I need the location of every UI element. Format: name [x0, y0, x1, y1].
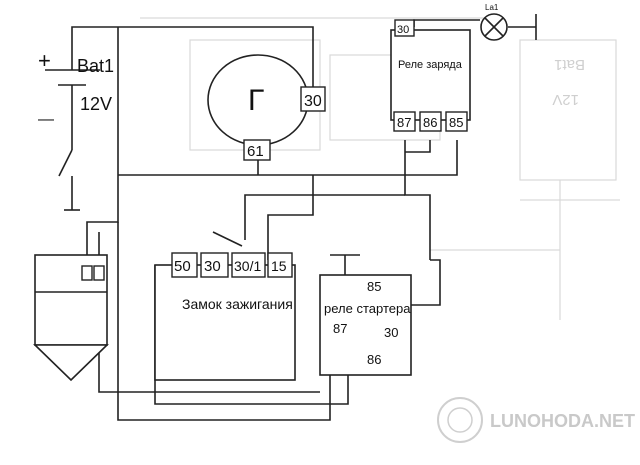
battery-minus-sign: — — [38, 111, 54, 128]
generator: Г 30 61 — [207, 54, 326, 161]
battery-plus-sign: + — [38, 48, 51, 73]
watermark-text: LUNOHODA.NET — [490, 411, 635, 431]
mass-switch-icon — [58, 149, 73, 177]
svg-text:12V: 12V — [552, 91, 579, 108]
generator-symbol: Г — [248, 84, 264, 117]
charge-relay-pin-86: 86 — [423, 115, 437, 130]
bleed-through-background: Bat1 12V — [140, 17, 620, 320]
charge-relay: 30 Реле заряда 87 86 85 — [390, 19, 471, 132]
charge-relay-pin-87: 87 — [397, 115, 411, 130]
watermark-logo-icon — [437, 397, 483, 443]
ignition-pin-50: 50 — [174, 258, 191, 275]
battery-voltage: 12V — [80, 94, 112, 114]
ignition-title: Замок зажигания — [182, 296, 293, 312]
starter-relay-pin-86: 86 — [367, 352, 381, 367]
generator-pin-61: 61 — [247, 143, 264, 160]
ignition-switch: 50 30 30/1 15 Замок зажигания — [154, 252, 296, 381]
battery-label: Bat1 — [77, 56, 114, 76]
starter-relay-pin-87: 87 — [333, 321, 347, 336]
ignition-pin-30: 30 — [204, 258, 221, 275]
charge-relay-pin-30: 30 — [397, 24, 409, 36]
watermark: LUNOHODA.NET — [437, 397, 635, 443]
starter-relay-pin-85: 85 — [367, 279, 381, 294]
starter-relay-pin-30: 30 — [384, 325, 398, 340]
battery: + — Bat1 12V — [38, 44, 114, 182]
starter-motor — [33, 254, 109, 382]
starter-relay: 85 реле стартера 87 30 86 — [319, 274, 412, 376]
starter-relay-title: реле стартера — [324, 301, 411, 316]
charge-relay-title: Реле заряда — [398, 59, 463, 71]
warning-lamp: La1 — [480, 3, 508, 41]
lamp-label: La1 — [485, 3, 499, 12]
svg-text:Bat1: Bat1 — [554, 56, 585, 73]
generator-pin-30: 30 — [304, 93, 322, 110]
charge-relay-pin-85: 85 — [449, 115, 463, 130]
ignition-pin-30-1: 30/1 — [234, 258, 261, 274]
ignition-pin-15: 15 — [271, 258, 287, 274]
